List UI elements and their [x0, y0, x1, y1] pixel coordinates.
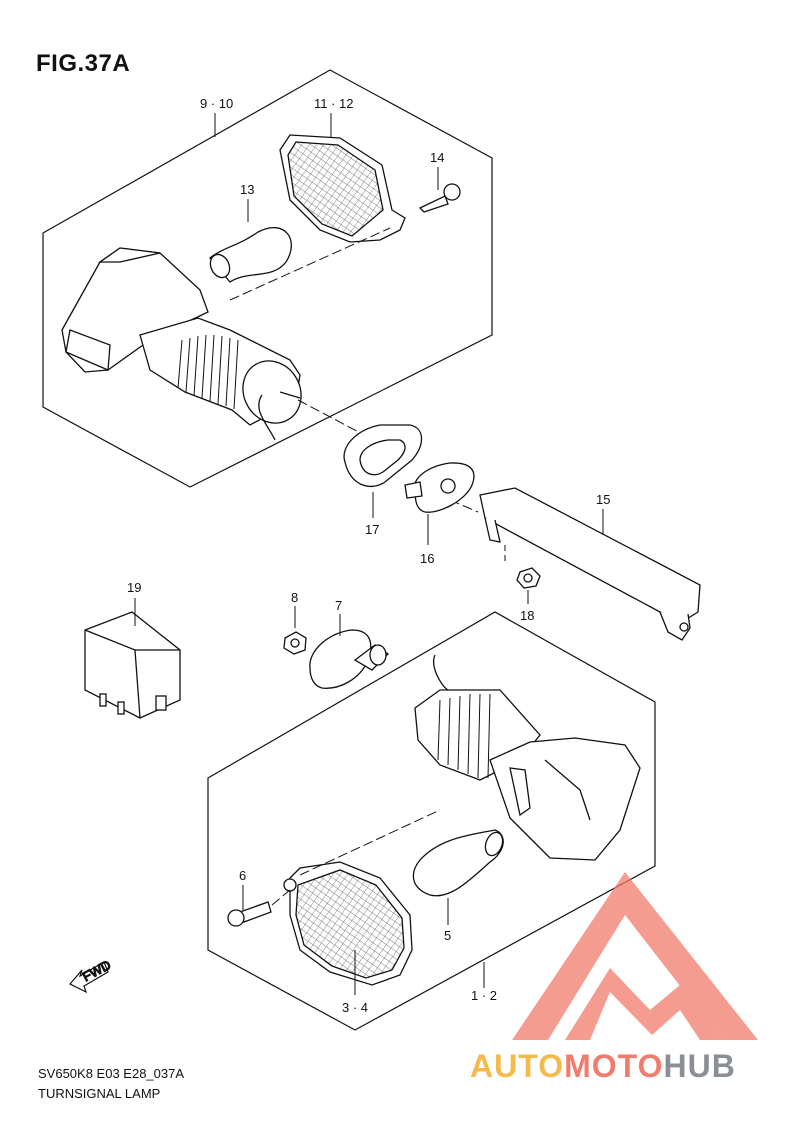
upper-lens-part[interactable]: [279, 134, 406, 243]
callout-13: 13: [240, 182, 254, 197]
lower-screw-part[interactable]: [227, 901, 272, 927]
lower-assembly-lines: [271, 809, 441, 906]
upper-bulb-part[interactable]: [207, 226, 292, 283]
nut-18-part[interactable]: [516, 567, 541, 589]
lower-housing-part[interactable]: [414, 654, 641, 861]
upper-screw-part[interactable]: [418, 183, 461, 213]
callout-19: 19: [127, 580, 141, 595]
callout-17: 17: [365, 522, 379, 537]
callout-9-10: 9 · 10: [200, 96, 233, 111]
lower-bulb-part[interactable]: [412, 829, 505, 897]
callout-14: 14: [430, 150, 444, 165]
lower-assembly-frame: [207, 611, 656, 1031]
callout-18: 18: [520, 608, 534, 623]
upper-assembly-frame: [42, 69, 493, 488]
figure-code: SV650K8 E03 E28_037A: [38, 1066, 185, 1081]
callout-11-12: 11 · 12: [314, 96, 354, 111]
leader-lines: [134, 113, 604, 995]
callout-15: 15: [596, 492, 610, 507]
gasket-17-part[interactable]: [343, 424, 423, 487]
upper-housing-part[interactable]: [61, 247, 312, 441]
relay-19-part[interactable]: [84, 611, 181, 719]
callout-16: 16: [420, 551, 434, 566]
watermark-text: AUTOMOTOHUB: [470, 1048, 736, 1085]
lower-lens-part[interactable]: [283, 861, 413, 986]
callout-6: 6: [239, 868, 246, 883]
gasket-7-part[interactable]: [309, 629, 390, 689]
callout-3-4: 3 · 4: [342, 1000, 368, 1015]
fwd-label: FWD: [80, 957, 113, 984]
plate-16-part[interactable]: [404, 462, 475, 513]
watermark-moto: MOTO: [564, 1048, 664, 1084]
fwd-arrow-icon: FWD: [69, 956, 114, 994]
callout-1-2: 1 · 2: [471, 988, 497, 1003]
watermark-hub: HUB: [663, 1048, 736, 1084]
bracket-15-part[interactable]: [479, 487, 701, 641]
watermark-logo-icon: [512, 872, 758, 1040]
watermark-auto: AUTO: [470, 1048, 565, 1084]
callout-8: 8: [291, 590, 298, 605]
figure-name: TURNSIGNAL LAMP: [38, 1086, 161, 1101]
figure-title: FIG.37A: [36, 50, 131, 77]
callout-5: 5: [444, 928, 451, 943]
callout-7: 7: [335, 598, 342, 613]
nut-8-part[interactable]: [283, 631, 307, 655]
